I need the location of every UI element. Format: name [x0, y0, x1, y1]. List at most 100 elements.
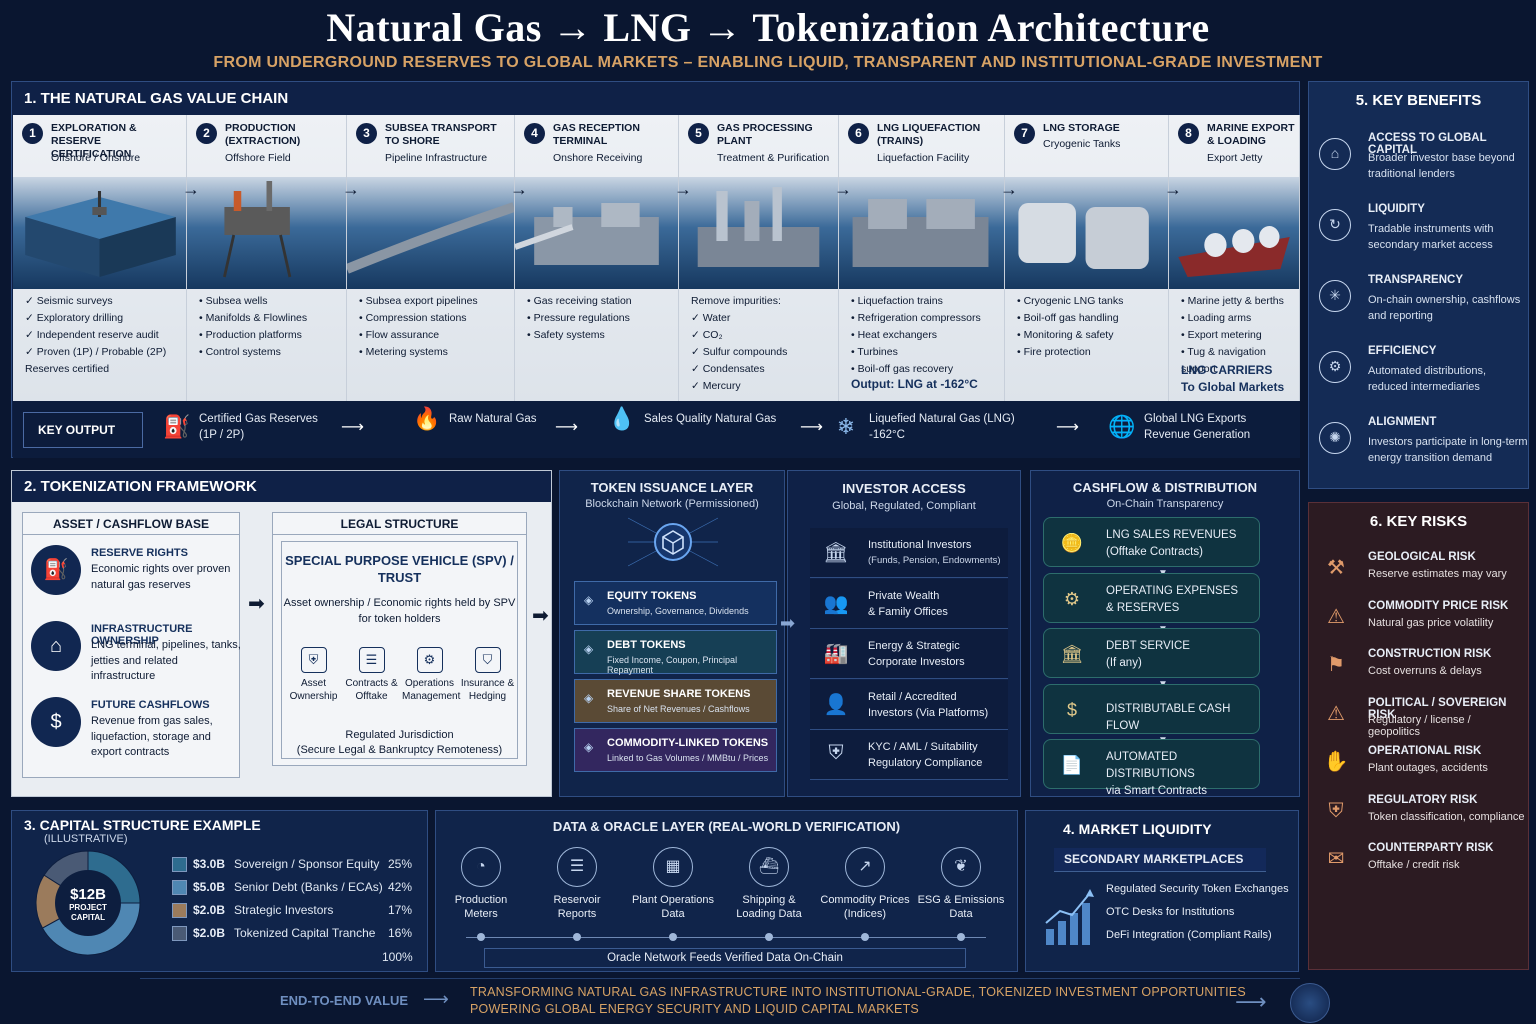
legal-structure-icon-label: Insurance & Hedging — [460, 678, 515, 702]
risk-desc: Cost overruns & delays — [1368, 665, 1482, 677]
asset-base-title: INFRASTRUCTURE OWNERSHIP — [91, 623, 193, 647]
price-chart-icon: ↗ — [845, 847, 885, 887]
stage-number-badge: 6 — [848, 123, 869, 144]
connector-dot — [957, 933, 965, 941]
stage-item: • Fire protection — [1017, 346, 1091, 358]
stage-items: • Subsea wells• Manifolds & Flowlines• P… — [199, 293, 342, 361]
arrow-right-icon: → — [342, 179, 360, 199]
arrow-right-icon: → — [674, 179, 692, 199]
building-icon: ⌂ — [1319, 138, 1351, 170]
capital-category: Strategic Investors — [234, 903, 334, 917]
stage-items: ✓ Seismic surveys✓ Exploratory drilling✓… — [25, 293, 182, 378]
risk-desc: Reserve estimates may vary — [1368, 568, 1507, 580]
risk-title: POLITICAL / SOVEREIGN RISK — [1368, 696, 1507, 721]
stage-item: • Cryogenic LNG tanks — [1017, 295, 1124, 307]
investor-line2: Corporate Investors — [868, 656, 965, 668]
risk-desc: Regulatory / license / geopolitics — [1368, 713, 1471, 738]
stage-item: • Tug & navigation support — [1181, 346, 1266, 375]
stage-number-badge: 5 — [688, 123, 709, 144]
stage-item: • Flow assurance — [359, 329, 440, 341]
capital-percent: 17% — [387, 903, 412, 917]
cashflow-line1: AUTOMATED DISTRIBUTIONS — [1106, 751, 1195, 780]
stage-item: • Boil-off gas recovery — [851, 363, 954, 375]
stage-number-badge: 3 — [356, 123, 377, 144]
key-risks-title: 6. KEY RISKS — [1369, 513, 1468, 530]
investor-line2: (Funds, Pension, Endowments) — [868, 555, 1001, 566]
token-title: COMMODITY-LINKED TOKENS — [607, 737, 769, 749]
stage-item: • Refrigeration compressors — [851, 312, 981, 324]
benefit-title: ALIGNMENT — [1368, 416, 1437, 428]
value-chain-title: 1. THE NATURAL GAS VALUE CHAIN — [24, 90, 289, 107]
key-output-label: KEY OUTPUT — [23, 411, 143, 448]
stage-subtitle: Offshore / Onshore — [51, 152, 141, 164]
stage-items: • Marine jetty & berths• Loading arms• E… — [1181, 293, 1295, 378]
cashflow-line2: & RESERVES — [1106, 601, 1180, 614]
capital-swatch — [172, 903, 187, 918]
cashflow-line2: (If any) — [1106, 657, 1142, 669]
cashflow-text: DEBT SERVICE (If any) — [1106, 638, 1190, 672]
stage-item: • Monitoring & safety — [1017, 329, 1114, 341]
benefit-title: TRANSPARENCY — [1368, 274, 1463, 286]
stage-item: ✓ Sulfur compounds — [691, 346, 788, 358]
key-output-line2: -162°C — [869, 429, 905, 441]
handshake-icon: ✉ — [1327, 848, 1345, 870]
spv-title: SPECIAL PURPOSE VEHICLE (SPV) / TRUST — [285, 553, 514, 585]
cashflow-step: 🪙LNG SALES REVENUES(Offtake Contracts) — [1043, 517, 1260, 567]
legal-structure-icon-label: Operations Management — [402, 678, 461, 702]
benefit-desc: On-chain ownership, cashflows and report… — [1368, 294, 1521, 322]
investor-line1: Energy & Strategic — [868, 640, 960, 652]
stage-item: • Marine jetty & berths — [1181, 295, 1284, 307]
marketplace-item: OTC Desks for Institutions — [1106, 906, 1235, 918]
capital-percent: 25% — [387, 857, 412, 871]
investor-access-panel: ➡ INVESTOR ACCESS Global, Regulated, Com… — [780, 470, 1021, 797]
cashflow-step: 🏛DEBT SERVICE(If any) — [1043, 628, 1260, 678]
stage-item: Remove impurities: — [691, 295, 781, 307]
gear-icon: ⚙ — [416, 647, 443, 673]
stage-subtitle: Liquefaction Facility — [877, 152, 970, 164]
risk-title: OPERATIONAL RISK — [1368, 745, 1482, 757]
stage-subtitle: Export Jetty — [1207, 152, 1263, 164]
operational-icon: ✋ — [1323, 751, 1349, 773]
key-output-item: 💧Sales Quality Natural Gas — [608, 408, 776, 430]
key-output-bar: KEY OUTPUT ⛽Certified Gas Reserves(1P / … — [13, 401, 1300, 458]
stage-title: GAS PROCESSING PLANT — [717, 122, 813, 147]
key-output-line1: Certified Gas Reserves — [199, 413, 318, 425]
key-output-text: Raw Natural Gas — [449, 411, 537, 427]
capital-category: Sovereign / Sponsor Equity — [234, 857, 380, 871]
cashflow-line1: DEBT SERVICE — [1106, 640, 1190, 652]
key-output-item: ⛽Certified Gas Reserves(1P / 2P) — [163, 411, 318, 443]
benefit-desc: Tradable instruments with secondary mark… — [1368, 223, 1494, 251]
gears-icon: ⚙ — [1063, 588, 1081, 609]
shipping-icon: ⛴ — [749, 847, 789, 887]
token-desc: Linked to Gas Volumes / MMBtu / Prices — [607, 753, 769, 763]
key-output-text: Sales Quality Natural Gas — [644, 411, 776, 427]
key-output-text: Liquefied Natural Gas (LNG)-162°C — [869, 411, 1015, 443]
leaf-icon: ❦ — [941, 847, 981, 887]
connector-dot — [765, 933, 773, 941]
cashflow-line1: OPERATING EXPENSES — [1106, 584, 1239, 597]
investor-type: 🏛Institutional Investors(Funds, Pension,… — [810, 528, 1008, 578]
tokenization-framework-panel: 2. TOKENIZATION FRAMEWORK ASSET / CASHFL… — [11, 470, 552, 797]
benefit-title: ACCESS TO GLOBAL CAPITAL — [1368, 132, 1487, 156]
connector-dot — [477, 933, 485, 941]
cashflow-line2: (Offtake Contracts) — [1106, 546, 1203, 558]
oil-rig-icon: ⛽ — [163, 414, 191, 439]
investor-line1: Private Wealth — [868, 589, 940, 602]
risk-title: COMMODITY PRICE RISK — [1368, 599, 1509, 612]
investor-line1: Institutional Investors — [868, 539, 972, 551]
token-desc: Fixed Income, Coupon, Principal Repaymen… — [607, 655, 738, 675]
oracle-source-line1: Shipping & — [742, 894, 796, 906]
market-liquidity-panel: 4. MARKET LIQUIDITY SECONDARY MARKETPLAC… — [1025, 810, 1299, 972]
